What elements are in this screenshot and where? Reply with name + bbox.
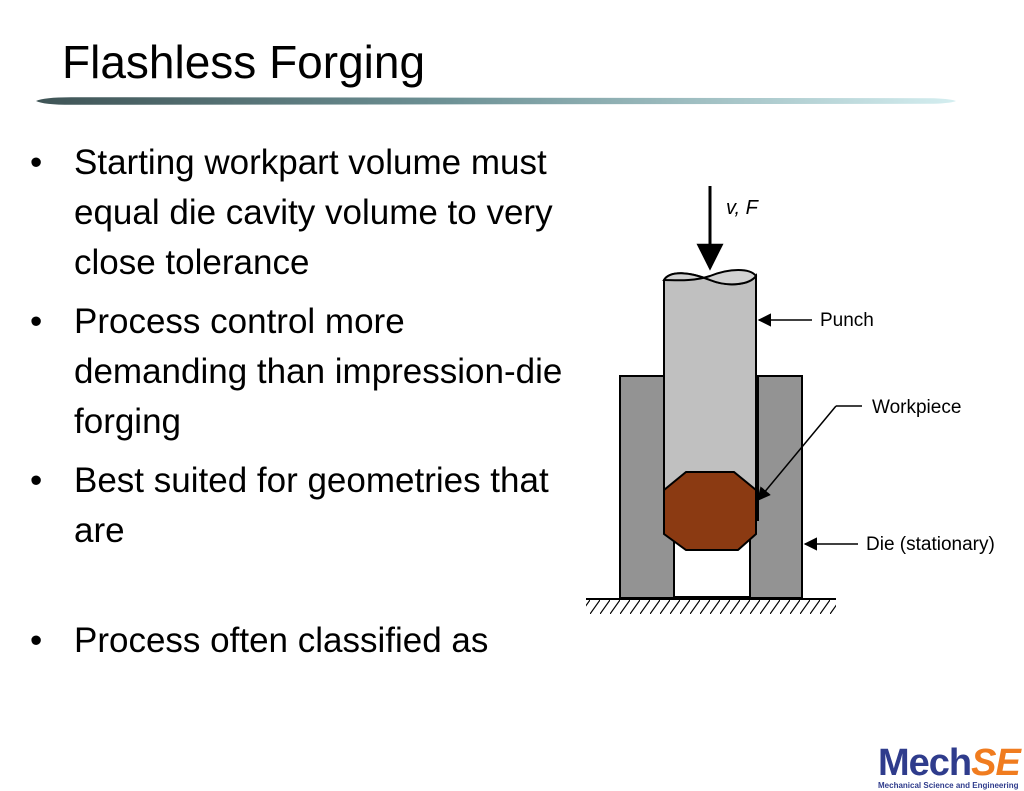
- bullet-marker: •: [30, 143, 43, 182]
- bullet-text: Starting workpart volume must equal die …: [74, 143, 553, 282]
- title-divider: [36, 97, 956, 105]
- bullet-marker: •: [30, 621, 43, 660]
- mechse-logo: MechSE Mechanical Science and Engineerin…: [876, 742, 1024, 791]
- workpiece-label: Workpiece: [872, 397, 961, 418]
- logo-mech-text: Mech: [878, 742, 972, 784]
- workpiece-leader: [757, 405, 837, 502]
- bullet-marker: •: [30, 461, 43, 500]
- bullet-item-classification: • Process often classified as: [30, 616, 580, 666]
- bullet-item-geometries: • Best suited for geometries that are: [30, 456, 580, 556]
- bullet-item-process-control: • Process control more demanding than im…: [30, 297, 580, 447]
- slide-title: Flashless Forging: [62, 36, 426, 88]
- workpiece-shape: [663, 471, 757, 551]
- logo-wordmark: MechSE: [878, 742, 1021, 784]
- bullet-marker: •: [30, 302, 43, 341]
- bullet-text: Best suited for geometries that are: [74, 461, 549, 550]
- bullet-text: Process often classified as: [74, 621, 489, 660]
- flashless-forging-diagram: v, F Punch Workpiece Die (stationary): [586, 186, 995, 614]
- punch-top-curve: [662, 269, 758, 286]
- bullet-list: • Starting workpart volume must equal di…: [30, 138, 580, 675]
- ground-hatching: [586, 600, 836, 614]
- bullet-item-volume: • Starting workpart volume must equal di…: [30, 138, 580, 288]
- die-label: Die (stationary): [866, 534, 995, 555]
- logo-subtitle: Mechanical Science and Engineering: [878, 781, 1019, 790]
- velocity-force-label: v, F: [726, 197, 760, 219]
- bullet-text: Process control more demanding than impr…: [74, 302, 563, 441]
- punch-label: Punch: [820, 310, 874, 331]
- logo-se-text: SE: [971, 742, 1021, 784]
- punch-shape: [663, 272, 757, 491]
